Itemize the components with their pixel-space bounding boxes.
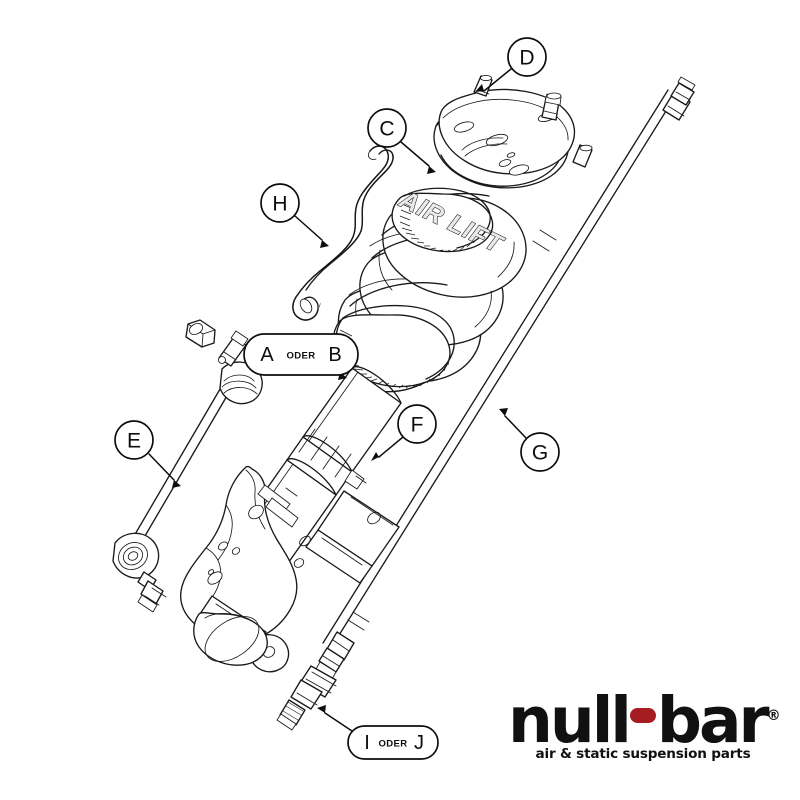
air-line-hose	[315, 76, 696, 680]
callout-label-d: D	[519, 47, 534, 70]
callout-oder-ab: ODER	[286, 351, 315, 362]
callout-circle-g[interactable]	[520, 432, 560, 472]
callout-label-f: F	[411, 414, 424, 437]
logo-word-left: null	[508, 684, 632, 758]
end-link-assembly	[112, 319, 263, 613]
logo-dash-icon	[629, 708, 656, 724]
callout-F[interactable]: F	[397, 404, 437, 444]
callout-I-oder-J[interactable]: I ODER J	[347, 725, 439, 760]
knuckle-bracket-assembly	[179, 465, 400, 673]
air-spring-bellows	[332, 187, 527, 393]
callout-G[interactable]: G	[520, 432, 560, 472]
callout-D[interactable]: D	[507, 37, 547, 77]
callout-label-i: I	[364, 732, 370, 754]
callout-H[interactable]: H	[260, 183, 300, 223]
callout-E[interactable]: E	[114, 420, 154, 460]
air-line-fitting	[276, 665, 337, 731]
callout-circle-h[interactable]	[260, 183, 300, 223]
callout-stadium-ij[interactable]	[347, 725, 439, 760]
callout-stadium-ab[interactable]	[243, 333, 359, 376]
callout-oder-ij: ODER	[378, 739, 407, 750]
callout-circle-f[interactable]	[397, 404, 437, 444]
top-mount-plate	[433, 74, 593, 189]
callout-label-h: H	[272, 193, 287, 216]
callout-label-c: C	[379, 118, 394, 141]
callout-label-j: J	[414, 732, 424, 754]
callout-C[interactable]: C	[367, 108, 407, 148]
callout-label-a: A	[260, 344, 274, 366]
callout-label-g: G	[532, 442, 548, 465]
callout-circle-d[interactable]	[507, 37, 547, 77]
logo-tagline: air & static suspension parts	[535, 746, 751, 762]
callout-A-oder-B[interactable]: A ODER B	[243, 333, 359, 376]
callout-circle-e[interactable]	[114, 420, 154, 460]
callout-label-b: B	[328, 344, 341, 366]
logo-word-right: bar	[656, 684, 770, 758]
bracket-arm	[292, 145, 394, 321]
upper-crimp-ring	[391, 187, 494, 253]
logo-registered-mark: ®	[766, 708, 781, 725]
callout-label-e: E	[127, 430, 141, 453]
strut-clamp-band	[286, 428, 367, 496]
callout-circle-c[interactable]	[367, 108, 407, 148]
